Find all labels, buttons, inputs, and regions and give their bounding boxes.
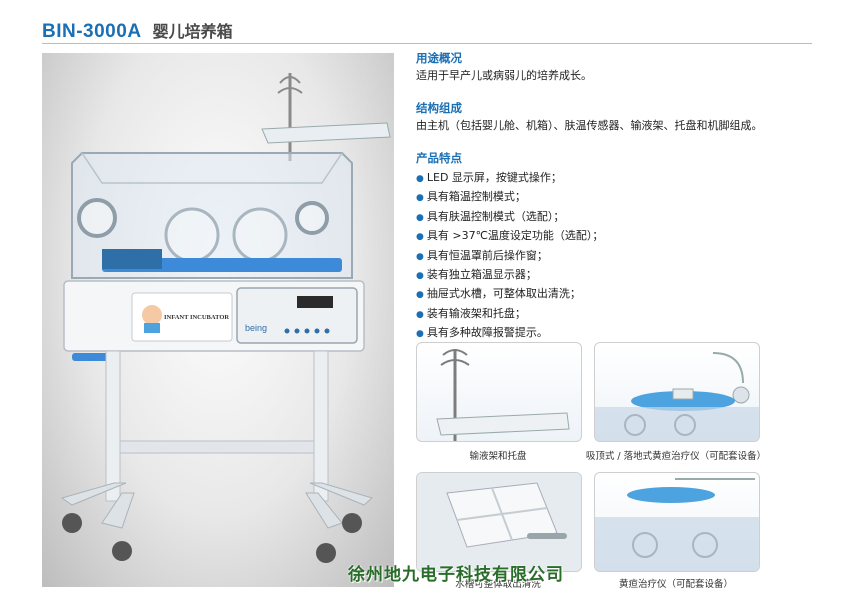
panel-label: INFANT INCUBATOR	[164, 314, 230, 321]
feature-item: ●具有恒温罩前后操作窗；	[416, 248, 548, 262]
iv-pole-illustration	[436, 349, 570, 441]
features-title: 产品特点	[416, 151, 462, 165]
feature-item: ●具有箱温控制模式；	[416, 190, 526, 204]
usage-body: 适用于早产儿或病弱儿的培养成长。	[416, 69, 592, 82]
incubator-illustration	[60, 73, 391, 563]
caption-water-tank: 水槽可整体取出清洗	[455, 579, 541, 590]
caption-iv-pole-tray: 输液架和托盘	[469, 451, 527, 462]
feature-item: ●抽屉式水槽，可整体取出清洗；	[416, 287, 581, 301]
bullet-icon: ●	[416, 290, 424, 301]
page-header: BIN-3000A 婴儿培养箱	[42, 18, 233, 42]
thumb-iv-pole-tray	[416, 342, 582, 442]
structure-body: 由主机（包括婴儿舱、机箱）、肤温传感器、输液架、托盘和机脚组成。	[416, 119, 763, 132]
company-watermark: 徐州地九电子科技有限公司	[348, 565, 564, 585]
feature-list: ●LED 显示屏，按键式操作； ●具有箱温控制模式； ●具有肤温控制模式（选配）…	[416, 169, 816, 344]
feature-item: ●具有肤温控制模式（选配）；	[416, 209, 565, 223]
bullet-icon: ●	[416, 174, 424, 184]
jaundice-lamp-single-illustration	[595, 478, 759, 571]
structure-title: 结构组成	[416, 101, 462, 115]
bullet-icon: ●	[416, 232, 424, 243]
thumb-jaundice-lamp-dual	[594, 342, 760, 442]
thumb-jaundice-lamp	[594, 472, 760, 572]
thumb-water-tank	[416, 472, 582, 572]
feature-item: ●LED 显示屏，按键式操作；	[416, 171, 562, 184]
header-divider	[42, 43, 812, 44]
incubator-photo: INFANT INCUBATOR being	[42, 53, 394, 587]
usage-title: 用途概况	[416, 51, 462, 65]
caption-jaundice-lamp-dual: 吸顶式 / 落地式黄疸治疗仪（可配套设备）	[585, 451, 767, 462]
brand-logo-text: being	[245, 323, 268, 333]
feature-item: ●装有独立箱温显示器；	[416, 268, 537, 282]
caption-jaundice-lamp: 黄疸治疗仪（可配套设备）	[618, 579, 733, 590]
bullet-icon: ●	[416, 212, 424, 223]
feature-item: ●装有输液架和托盘；	[416, 306, 526, 320]
bullet-icon: ●	[416, 251, 424, 262]
bullet-icon: ●	[416, 329, 424, 340]
feature-item: ●具有 >37℃温度设定功能（选配）；	[416, 229, 604, 243]
product-name: 婴儿培养箱	[152, 22, 233, 41]
water-tank-illustration	[417, 473, 581, 571]
jaundice-lamp-illustration	[595, 352, 759, 441]
model-number: BIN-3000A	[42, 21, 142, 42]
bullet-icon: ●	[416, 271, 424, 282]
spec-column: 用途概况 适用于早产儿或病弱儿的培养成长。 结构组成 由主机（包括婴儿舱、机箱）…	[416, 50, 816, 344]
bullet-icon: ●	[416, 309, 424, 320]
feature-item: ●具有多种故障报警提示。	[416, 326, 548, 340]
bullet-icon: ●	[416, 193, 424, 204]
